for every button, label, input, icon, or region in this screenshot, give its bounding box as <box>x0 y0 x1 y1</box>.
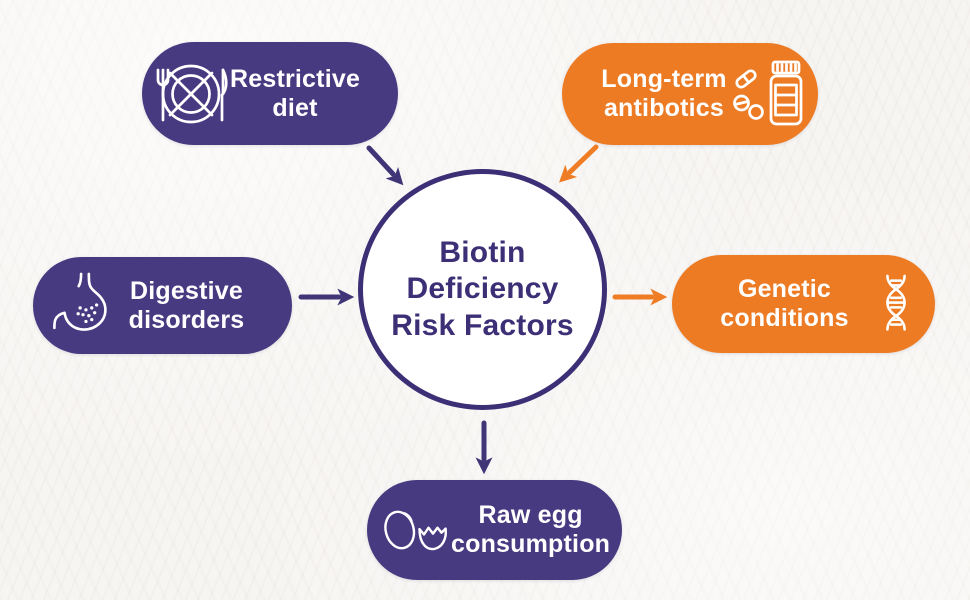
arrow-center-to-genetic <box>612 288 668 306</box>
node-restrictive-diet: Restrictive diet <box>142 42 398 145</box>
cracked-egg-icon <box>379 502 451 558</box>
node-label: Genetic conditions <box>720 275 849 332</box>
no-food-icon <box>152 58 230 130</box>
arrow-center-to-raw-egg <box>475 420 493 475</box>
dna-icon <box>875 272 917 337</box>
node-long-term-antibotics: Long-term antibotics <box>562 43 818 145</box>
node-raw-egg-consumption: Raw egg consumption <box>367 480 622 580</box>
node-label: Raw egg consumption <box>451 501 611 558</box>
stomach-icon <box>51 268 117 344</box>
center-label: Biotin Deficiency Risk Factors <box>391 235 574 342</box>
pill-bottle-icon <box>730 58 806 130</box>
node-label: Restrictive diet <box>230 64 361 122</box>
node-digestive-disorders: Digestive disorders <box>33 257 292 354</box>
node-label: Long-term antibotics <box>601 65 727 122</box>
arrow-digestive-to-center <box>298 288 355 306</box>
node-label: Digestive disorders <box>128 276 245 334</box>
node-genetic-conditions: Genetic conditions <box>672 255 935 353</box>
arrow-antibotics-to-center <box>558 144 599 183</box>
arrow-restrictive-diet-to-center <box>366 145 404 186</box>
center-node: Biotin Deficiency Risk Factors <box>358 169 607 410</box>
